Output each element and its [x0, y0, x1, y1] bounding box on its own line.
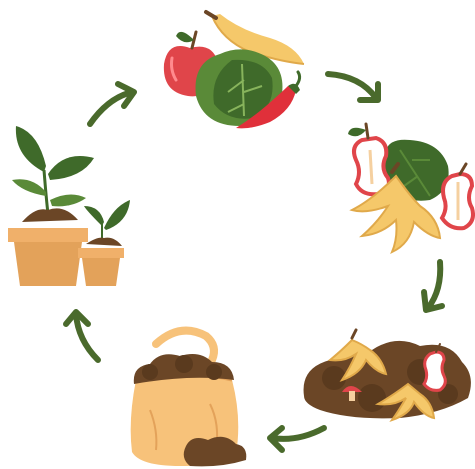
curved-cycle-arrow-icon: [328, 74, 378, 100]
large-pot-plant-icon: [8, 126, 94, 286]
small-pot-plant-icon: [78, 200, 130, 286]
curved-cycle-arrow-icon: [270, 428, 324, 450]
compost-bag: [131, 331, 247, 467]
curved-cycle-arrow-icon: [90, 84, 134, 124]
food-scraps: [348, 124, 473, 252]
apple-core-icon: [348, 124, 389, 194]
seedlings: [8, 126, 130, 286]
curved-cycle-arrow-icon: [424, 262, 442, 310]
decomposing-soil: [304, 330, 471, 420]
curved-cycle-arrow-icon: [66, 312, 98, 360]
fresh-produce: [164, 12, 304, 128]
